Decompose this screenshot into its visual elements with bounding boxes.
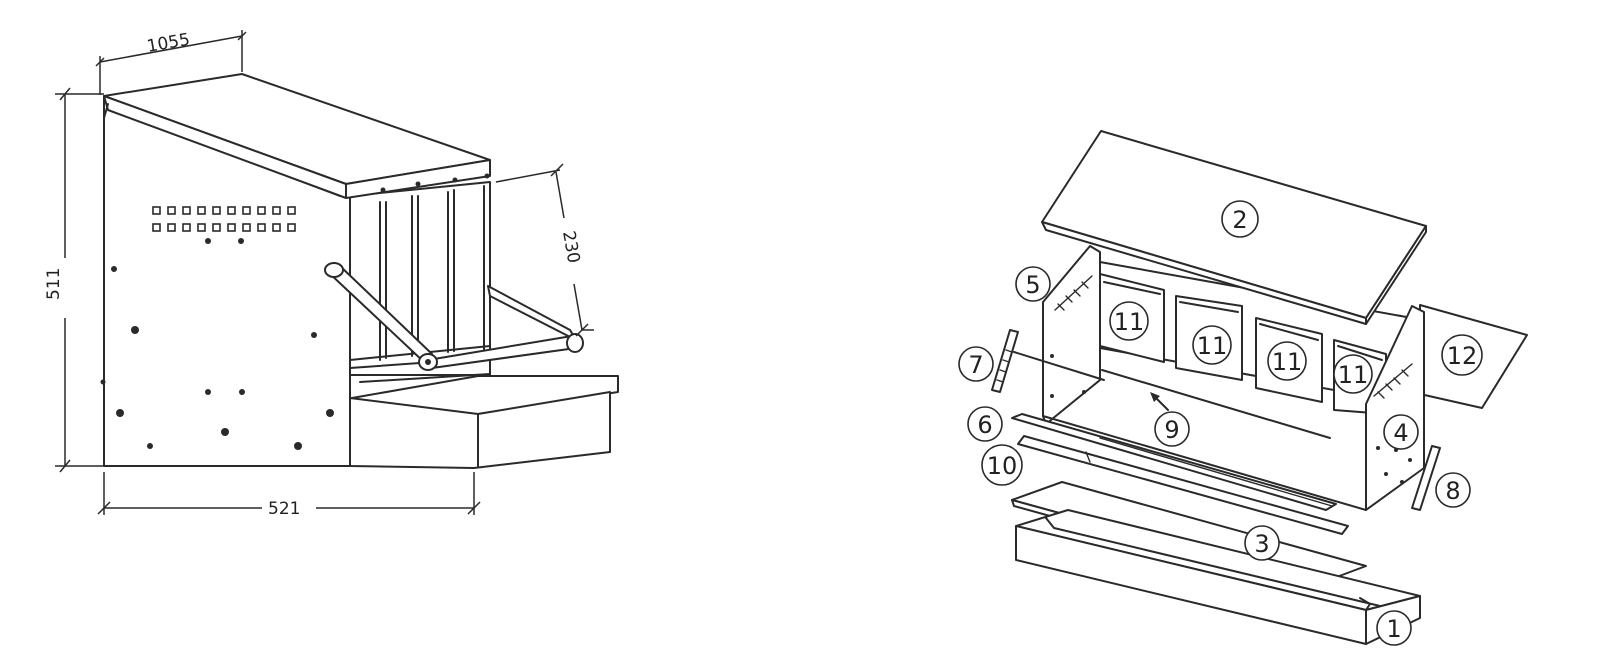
callout-11-b-label: 11 <box>1197 332 1228 360</box>
dimension-nest-height-label: 230 <box>558 229 583 264</box>
callout-11-a-label: 11 <box>1114 308 1145 336</box>
part-9-pointer <box>1150 392 1169 411</box>
part-7-perch-arm <box>991 329 1105 393</box>
callout-7-label: 7 <box>968 351 983 379</box>
part-1-egg-tray <box>1015 509 1421 645</box>
dimension-height-label: 511 <box>44 268 64 300</box>
dimension-depth-label: 521 <box>268 499 300 519</box>
callout-3-label: 3 <box>1254 530 1269 558</box>
perch-bar <box>324 262 584 371</box>
callout-12: 12 <box>1441 334 1483 376</box>
callout-6: 6 <box>967 406 1003 442</box>
ventilation-holes <box>152 206 296 244</box>
callout-1: 1 <box>1376 610 1412 646</box>
callout-2: 2 <box>1221 200 1259 238</box>
exploded-view: 2 5 11 11 11 11 12 7 <box>958 130 1528 646</box>
assembled-nest-box: 1055 511 521 230 <box>44 30 619 519</box>
callout-5-label: 5 <box>1025 271 1040 299</box>
callout-11-b: 11 <box>1192 325 1232 365</box>
callout-9: 9 <box>1154 411 1190 447</box>
roof <box>103 73 491 199</box>
callout-11-a: 11 <box>1109 301 1149 341</box>
callout-1-label: 1 <box>1386 615 1401 643</box>
callout-4-label: 4 <box>1393 419 1408 447</box>
callout-11-d-label: 11 <box>1338 361 1369 389</box>
dimension-lines <box>55 30 594 515</box>
callout-10: 10 <box>981 444 1023 486</box>
callout-4: 4 <box>1383 414 1419 450</box>
callout-7: 7 <box>958 346 994 382</box>
callout-10-label: 10 <box>987 452 1018 480</box>
callout-5: 5 <box>1015 266 1051 302</box>
callout-12-label: 12 <box>1447 342 1478 370</box>
egg-tray <box>349 375 619 469</box>
part-6-front-rail <box>1011 413 1337 511</box>
callout-11-c: 11 <box>1267 341 1307 381</box>
part-10-perch-rod <box>1017 435 1349 535</box>
callout-2-label: 2 <box>1232 206 1247 234</box>
callout-8: 8 <box>1435 472 1471 508</box>
callout-11-c-label: 11 <box>1272 348 1303 376</box>
callout-8-label: 8 <box>1445 477 1460 505</box>
callout-6-label: 6 <box>977 411 992 439</box>
part-4-right-side <box>1365 305 1425 511</box>
bolt-holes <box>100 266 334 450</box>
part-8-perch-arm <box>1411 445 1441 511</box>
dimension-width-label: 1055 <box>145 30 191 57</box>
callout-9-label: 9 <box>1164 416 1179 444</box>
part-5-left-side <box>1042 245 1367 511</box>
callout-3: 3 <box>1244 525 1280 561</box>
callout-11-d: 11 <box>1333 354 1373 394</box>
